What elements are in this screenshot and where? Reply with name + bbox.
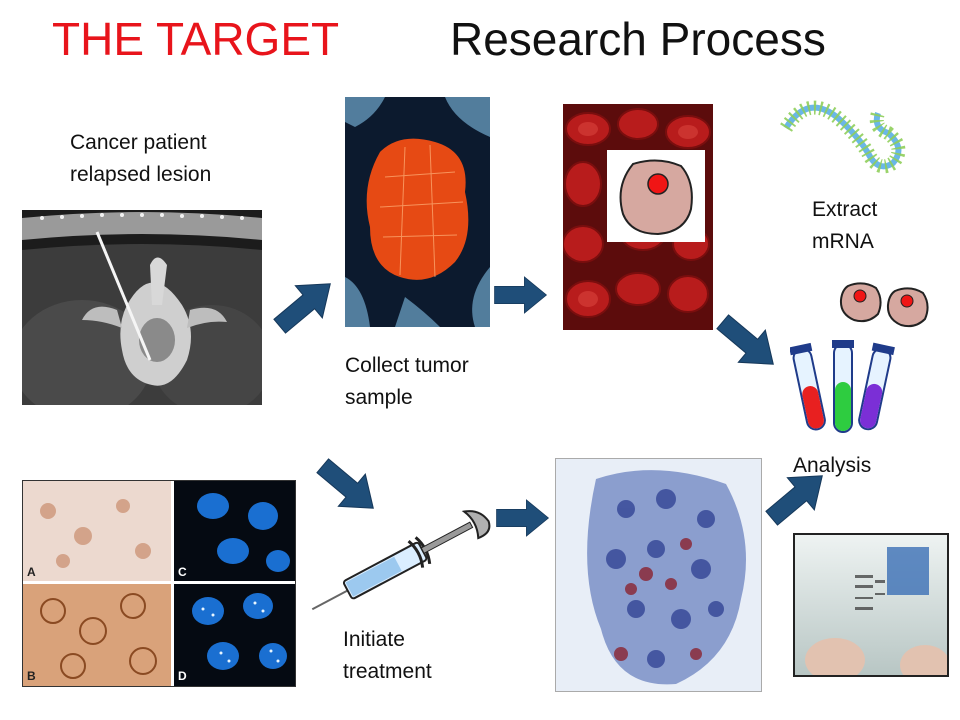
immunostain-panel: A B C D <box>22 480 296 687</box>
cell-icon-left <box>838 280 884 324</box>
stain-letter-d: D <box>178 669 187 683</box>
label-initiate: Initiate treatment <box>343 624 432 688</box>
stain-letter-c: C <box>178 565 187 579</box>
arrow-ct-to-sample <box>270 280 340 334</box>
label-collect: Collect tumor sample <box>345 350 469 414</box>
blot-photo-graphic <box>795 535 947 675</box>
label-patient-line2: relapsed lesion <box>70 163 212 186</box>
treated-tissue-graphic <box>556 459 761 691</box>
ct-scan-graphic <box>22 210 262 405</box>
label-initiate-line2: treatment <box>343 660 432 683</box>
immunostain-graphic <box>23 481 295 686</box>
label-collect-line2: sample <box>345 386 413 409</box>
arrow-tissue-to-blot <box>762 472 832 526</box>
stain-letter-b: B <box>27 669 36 683</box>
treated-tissue-image <box>555 458 762 692</box>
label-analysis: Analysis <box>793 454 872 477</box>
cell-icon-right <box>885 285 931 329</box>
tumor-sample-image <box>345 97 490 327</box>
label-patient-line1: Cancer patient <box>70 131 207 154</box>
arrow-stain-to-treatment <box>313 458 383 512</box>
arrow-sample-to-cells <box>493 272 548 318</box>
label-initiate-line1: Initiate <box>343 628 405 651</box>
blood-cells-image <box>563 104 713 330</box>
label-extract-line2: mRNA <box>812 230 874 253</box>
title-highlight: THE TARGET <box>52 13 340 65</box>
syringe-graphic <box>305 495 505 625</box>
blot-photo-image <box>793 533 949 677</box>
label-extract-line1: Extract <box>812 198 878 221</box>
stain-letter-a: A <box>27 565 36 579</box>
label-extract: Extract mRNA <box>812 194 877 258</box>
label-collect-line1: Collect tumor <box>345 354 469 377</box>
arrow-cells-to-analysis <box>713 314 783 368</box>
blood-cells-graphic <box>563 104 713 330</box>
test-tubes-graphic <box>790 338 895 438</box>
arrow-treatment-to-tissue <box>495 495 550 541</box>
title-main: Research Process <box>450 13 826 65</box>
label-patient: Cancer patient relapsed lesion <box>70 127 211 191</box>
tumor-sample-graphic <box>345 97 490 327</box>
mrna-strand-graphic <box>778 98 908 186</box>
ct-scan-image <box>22 210 262 405</box>
